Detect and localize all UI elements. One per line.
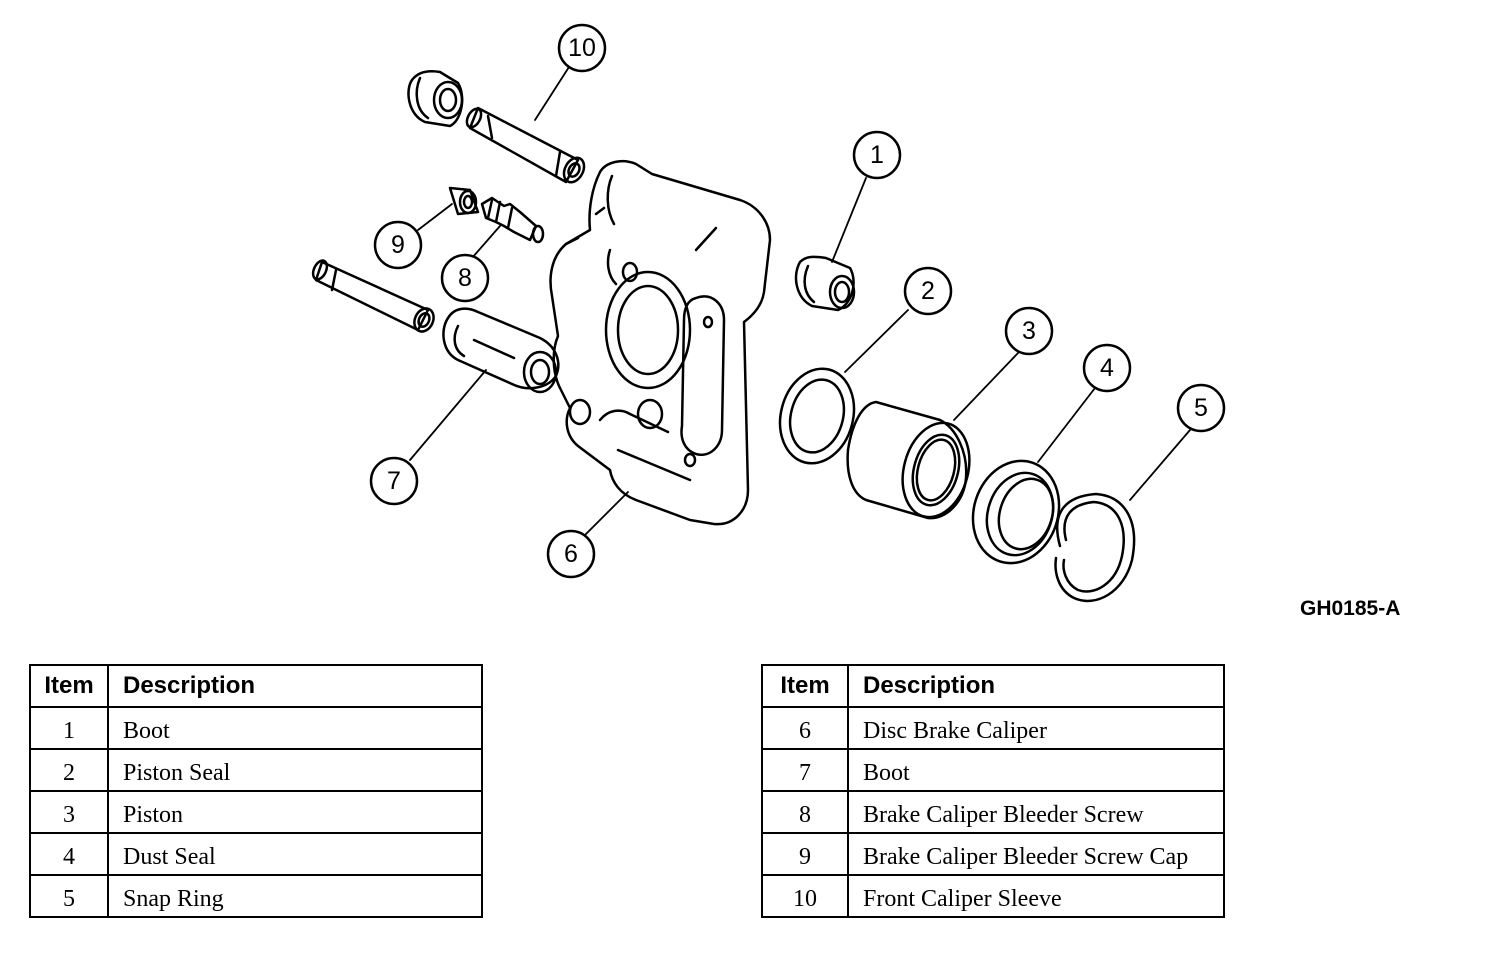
- item-number: 3: [29, 790, 109, 834]
- item-description: Boot: [107, 706, 483, 750]
- front-caliper-sleeve-top: [465, 106, 586, 184]
- item-description: Front Caliper Sleeve: [847, 874, 1225, 918]
- callout-5: 5: [1176, 383, 1226, 433]
- front-caliper-sleeve-boot: [407, 70, 464, 128]
- front-caliper-sleeve-lower: [311, 259, 435, 333]
- svg-text:1: 1: [870, 141, 884, 169]
- item-description: Disc Brake Caliper: [847, 706, 1225, 750]
- header-description: Description: [847, 664, 1225, 708]
- bleeder-screw: [480, 196, 545, 244]
- item-number: 6: [761, 706, 849, 750]
- boot-top-right: [794, 255, 856, 312]
- item-number: 4: [29, 832, 109, 876]
- callout-2: 2: [903, 266, 953, 316]
- item-description: Brake Caliper Bleeder Screw Cap: [847, 832, 1225, 876]
- boot-lower: [442, 307, 560, 394]
- figure-code: GH0185-A: [1300, 597, 1401, 620]
- svg-text:6: 6: [564, 540, 578, 568]
- item-number: 1: [29, 706, 109, 750]
- bleeder-screw-cap: [448, 186, 480, 216]
- item-number: 7: [761, 748, 849, 792]
- callout-9: 9: [373, 220, 423, 270]
- snap-ring: [1054, 492, 1136, 603]
- callout-7: 7: [369, 456, 419, 506]
- item-number: 10: [761, 874, 849, 918]
- item-description: Brake Caliper Bleeder Screw: [847, 790, 1225, 834]
- item-number: 5: [29, 874, 109, 918]
- item-description: Piston: [107, 790, 483, 834]
- callout-3: 3: [1004, 306, 1054, 356]
- item-number: 2: [29, 748, 109, 792]
- item-description: Piston Seal: [107, 748, 483, 792]
- callout-4: 4: [1082, 343, 1132, 393]
- table-header-row: Item Description: [761, 664, 1225, 708]
- table-header-row: Item Description: [29, 664, 483, 708]
- item-description: Snap Ring: [107, 874, 483, 918]
- callout-8: 8: [440, 253, 490, 303]
- svg-text:10: 10: [568, 34, 596, 62]
- item-description: Boot: [847, 748, 1225, 792]
- leader-lines: [409, 66, 1191, 536]
- callout-10: 10: [557, 23, 607, 73]
- callout-6: 6: [546, 529, 596, 579]
- item-number: 9: [761, 832, 849, 876]
- svg-text:3: 3: [1022, 317, 1036, 345]
- svg-text:8: 8: [458, 264, 472, 292]
- piston: [846, 400, 971, 520]
- svg-text:5: 5: [1194, 394, 1208, 422]
- item-description: Dust Seal: [107, 832, 483, 876]
- svg-text:4: 4: [1100, 354, 1114, 382]
- callout-1: 1: [852, 130, 902, 180]
- item-number: 8: [761, 790, 849, 834]
- exploded-view-diagram: 10 1 9 8 2 3 4 5 7 6: [311, 23, 1226, 603]
- svg-text:9: 9: [391, 231, 405, 259]
- header-item: Item: [29, 664, 109, 708]
- dust-seal: [971, 459, 1061, 565]
- svg-text:7: 7: [387, 467, 401, 495]
- header-item: Item: [761, 664, 849, 708]
- header-description: Description: [107, 664, 483, 708]
- piston-seal: [778, 367, 856, 465]
- disc-brake-caliper: [549, 160, 772, 526]
- svg-text:2: 2: [921, 277, 935, 305]
